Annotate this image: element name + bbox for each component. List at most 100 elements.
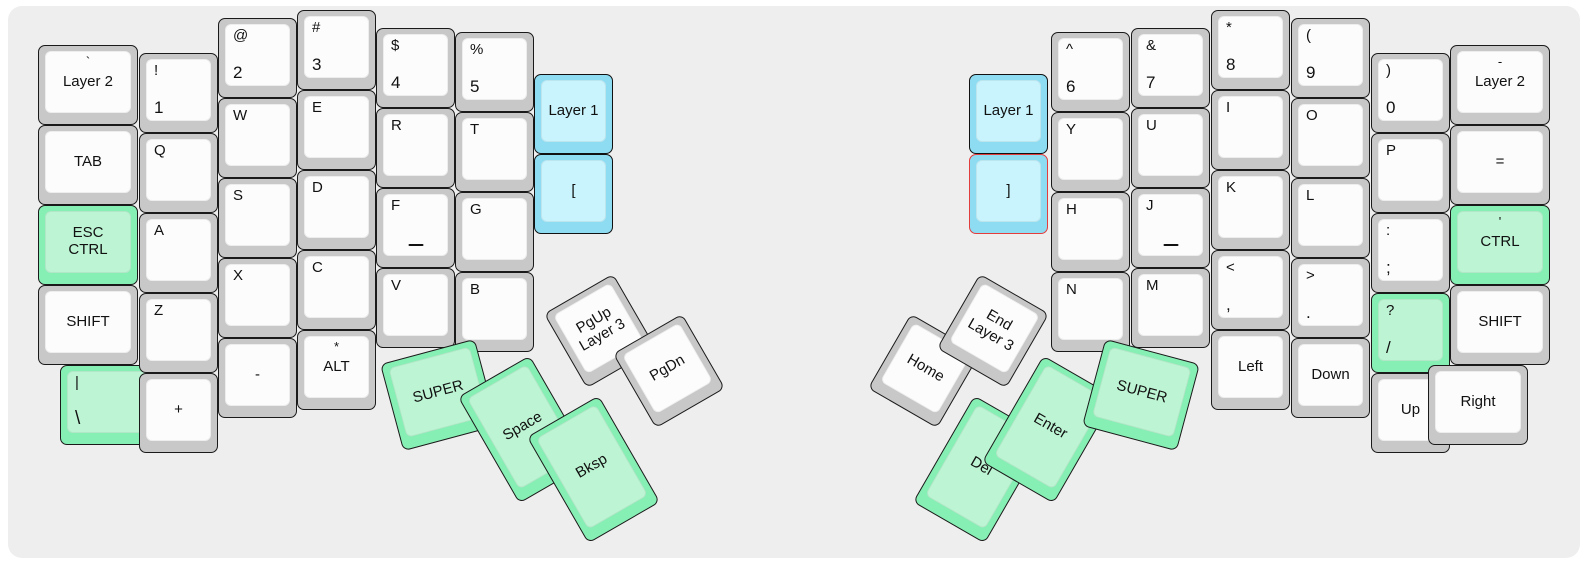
- keycap-surface: Bksp: [535, 404, 649, 530]
- key-left-index-r[interactable]: R: [376, 108, 455, 188]
- key-right-ring-paren-9[interactable]: (9: [1291, 18, 1370, 98]
- legend-top-left: Y: [1066, 121, 1077, 138]
- key-left-pinky-a[interactable]: A: [139, 213, 218, 293]
- legend-top-center: -: [1497, 54, 1503, 69]
- keycap-surface: SHIFT: [1457, 291, 1543, 353]
- key-left-index-f[interactable]: F: [376, 188, 455, 268]
- legend-bottom-left: 0: [1386, 98, 1396, 117]
- key-left-index-inner-b[interactable]: B: [455, 272, 534, 352]
- legend-top-left: #: [312, 19, 321, 36]
- key-left-pinky-bang-1[interactable]: !1: [139, 53, 218, 133]
- keycap-surface: SUPER: [1091, 346, 1192, 438]
- legend-top-left: M: [1146, 277, 1159, 294]
- key-right-inner-extra-bracket-right[interactable]: ]: [969, 154, 1048, 234]
- key-right-index-amp-7[interactable]: &7: [1131, 28, 1210, 108]
- key-left-middle-c[interactable]: C: [297, 250, 376, 330]
- key-right-pinky-outer-equals[interactable]: =: [1450, 125, 1550, 205]
- key-right-pinky-colon-semicolon[interactable]: :;: [1371, 213, 1450, 293]
- legend-top-left: G: [470, 201, 482, 218]
- legend-top-left: V: [391, 277, 402, 294]
- key-left-pinky-plus[interactable]: +: [139, 373, 218, 453]
- key-right-ring-o[interactable]: O: [1291, 98, 1370, 178]
- key-left-ring-at-2[interactable]: @2: [218, 18, 297, 98]
- keycap-surface: <,: [1218, 256, 1283, 318]
- keycap-surface: %5: [462, 38, 527, 100]
- key-left-middle-e[interactable]: E: [297, 90, 376, 170]
- legend-bottom-left: .: [1306, 303, 1311, 322]
- key-left-inner-extra-layer1[interactable]: Layer 1: [534, 74, 613, 154]
- keycap-surface: -Layer 2: [1457, 51, 1543, 113]
- legend-top-left: B: [470, 281, 481, 298]
- key-right-middle-k[interactable]: K: [1211, 170, 1290, 250]
- key-right-index-inner-y[interactable]: Y: [1051, 112, 1130, 192]
- key-left-pinky-z[interactable]: Z: [139, 293, 218, 373]
- key-left-pinky-outer-shift[interactable]: SHIFT: [38, 285, 138, 365]
- key-left-inner-extra-bracket-left[interactable]: [: [534, 154, 613, 234]
- key-right-pinky-p[interactable]: P: [1371, 133, 1450, 213]
- key-left-ring-w[interactable]: W: [218, 98, 297, 178]
- legend-bottom-left: /: [1386, 338, 1391, 357]
- keycap-surface: TAB: [45, 131, 131, 193]
- key-right-index-u[interactable]: U: [1131, 108, 1210, 188]
- legend-top-left: $: [391, 37, 400, 54]
- legend-top-left: X: [233, 267, 244, 284]
- key-right-pinky-outer-shift[interactable]: SHIFT: [1450, 285, 1550, 365]
- legend-top-left: ?: [1386, 302, 1395, 319]
- key-right-thumb-super[interactable]: SUPER: [1082, 338, 1200, 452]
- key-right-pinky-outer-quote-ctrl[interactable]: 'CTRL: [1450, 205, 1550, 285]
- key-right-index-inner-caret-6[interactable]: ^6: [1051, 32, 1130, 112]
- legend-main: PgDn: [646, 350, 688, 385]
- key-right-pinky-question-slash[interactable]: ?/: [1371, 293, 1450, 373]
- legend-bottom-left: 7: [1146, 73, 1156, 92]
- key-left-pinky-outer-grave-layer2[interactable]: `Layer 2: [38, 45, 138, 125]
- keycap-surface: Down: [1298, 344, 1363, 406]
- key-right-middle-comma[interactable]: <,: [1211, 250, 1290, 330]
- key-left-pinky-q[interactable]: Q: [139, 133, 218, 213]
- legend-main: SUPER: [1114, 376, 1170, 407]
- key-left-ring-s[interactable]: S: [218, 178, 297, 258]
- legend-top-left: |: [75, 374, 79, 391]
- key-right-middle-left-arrow[interactable]: Left: [1211, 330, 1290, 410]
- keycap-surface: H: [1058, 198, 1123, 260]
- key-right-index-inner-n[interactable]: N: [1051, 272, 1130, 352]
- legend-top-left: H: [1066, 201, 1077, 218]
- key-right-middle-star-8[interactable]: *8: [1211, 10, 1290, 90]
- legend-main: Layer 1: [983, 101, 1034, 119]
- key-left-index-inner-t[interactable]: T: [455, 112, 534, 192]
- key-right-ring-period[interactable]: >.: [1291, 258, 1370, 338]
- keycap-surface: T: [462, 118, 527, 180]
- legend-top-left: L: [1306, 187, 1315, 204]
- key-right-ring-down-arrow[interactable]: Down: [1291, 338, 1370, 418]
- key-left-ring-minus[interactable]: -: [218, 338, 297, 418]
- key-right-pinky-outer-right-arrow[interactable]: Right: [1428, 365, 1528, 445]
- key-right-pinky-outer-minus-layer2[interactable]: -Layer 2: [1450, 45, 1550, 125]
- key-right-middle-i[interactable]: I: [1211, 90, 1290, 170]
- key-left-ring-x[interactable]: X: [218, 258, 297, 338]
- legend-main: SHIFT: [1478, 312, 1522, 330]
- key-right-index-j[interactable]: J: [1131, 188, 1210, 268]
- key-right-inner-extra-layer1[interactable]: Layer 1: [969, 74, 1048, 154]
- legend-main: CTRL: [1480, 232, 1520, 250]
- keycap-surface: Right: [1435, 371, 1521, 433]
- keycap-surface: )0: [1378, 59, 1443, 121]
- key-right-index-m[interactable]: M: [1131, 268, 1210, 348]
- keycap-surface: ^6: [1058, 38, 1123, 100]
- key-right-pinky-paren-0[interactable]: )0: [1371, 53, 1450, 133]
- key-right-ring-l[interactable]: L: [1291, 178, 1370, 258]
- key-left-index-dollar-4[interactable]: $4: [376, 28, 455, 108]
- key-right-index-inner-h[interactable]: H: [1051, 192, 1130, 272]
- key-left-middle-hash-3[interactable]: #3: [297, 10, 376, 90]
- key-left-middle-d[interactable]: D: [297, 170, 376, 250]
- keycap-surface: V: [383, 274, 448, 336]
- legend-main: Bksp: [572, 450, 611, 482]
- key-left-index-inner-g[interactable]: G: [455, 192, 534, 272]
- key-left-index-inner-percent-5[interactable]: %5: [455, 32, 534, 112]
- key-left-middle-star-alt[interactable]: *ALT: [297, 330, 376, 410]
- legend-bottom-left: ,: [1226, 295, 1231, 314]
- key-left-index-v[interactable]: V: [376, 268, 455, 348]
- legend-top-left: !: [154, 62, 159, 79]
- key-left-pinky-outer-tab[interactable]: TAB: [38, 125, 138, 205]
